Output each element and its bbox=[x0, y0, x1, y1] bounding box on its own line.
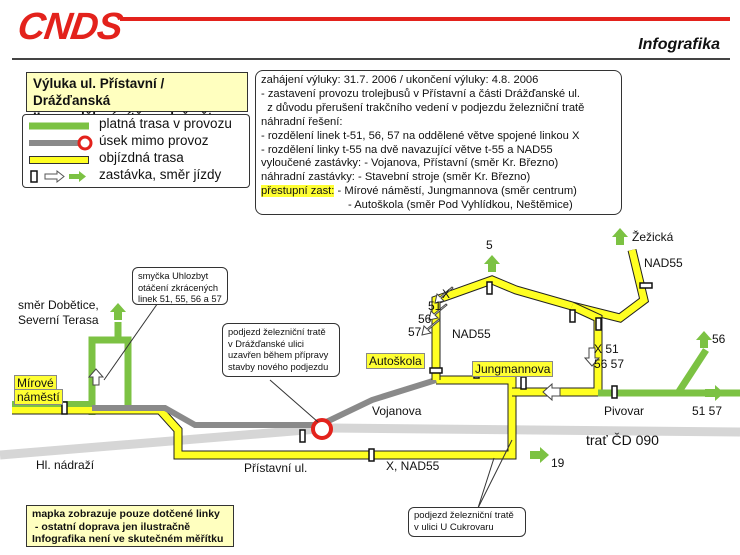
stop-zezicka bbox=[639, 282, 653, 289]
label-pristavni: Přístavní ul. bbox=[244, 461, 308, 475]
info-transfer-2: - Autoškola (směr Pod Vyhlídkou, Neštěmi… bbox=[261, 199, 616, 213]
legend-label-4: zastávka, směr jízdy bbox=[99, 167, 222, 182]
label-hl-nadrazi: Hl. nádraží bbox=[36, 458, 95, 472]
label-pivovar: Pivovar bbox=[604, 404, 645, 418]
callout-smycka: smyčka Uhlozbyt otáčení zkrácených linek… bbox=[132, 267, 228, 305]
callout-pointer-podjezd1 bbox=[269, 379, 319, 423]
podjezd1-line-4: stavby nového podjezdu bbox=[228, 361, 329, 372]
stop-east-2 bbox=[595, 317, 602, 331]
stop-autoskola bbox=[429, 367, 443, 374]
header-divider bbox=[12, 58, 730, 60]
label-zezicka: Žežická bbox=[632, 230, 674, 244]
label-5657: 56 57 bbox=[594, 357, 625, 371]
label-line-51: 51 bbox=[428, 299, 442, 313]
footnote-line-2: - ostatní doprava jen ilustračně bbox=[32, 520, 191, 533]
arrow-x-icon bbox=[434, 286, 454, 304]
legend-label-1: platná trasa v provozu bbox=[99, 116, 232, 131]
label-19: 19 bbox=[551, 456, 565, 470]
title-line-1: Výluka ul. Přístavní / Drážďanská bbox=[33, 76, 165, 108]
stop-pristavni bbox=[299, 429, 306, 443]
stop-east-1 bbox=[569, 309, 576, 323]
info-box: zahájení výluky: 31.7. 2006 / ukončení v… bbox=[255, 70, 622, 215]
smycka-line-1: smyčka Uhlozbyt bbox=[138, 271, 209, 281]
info-line-7: náhradní zastávky: - Stavební stroje (sm… bbox=[261, 171, 531, 184]
info-line-4: - rozdělení linek t-51, 56, 57 na odděle… bbox=[261, 129, 580, 142]
info-dates: zahájení výluky: 31.7. 2006 / ukončení v… bbox=[261, 74, 539, 86]
legend-red-ring-icon bbox=[77, 135, 93, 151]
label-5157: 51 57 bbox=[692, 404, 723, 418]
legend-arrow-green-icon bbox=[69, 171, 86, 182]
footnote-line-3: Infografika není ve skutečném měřítku bbox=[32, 533, 224, 545]
stop-mirove bbox=[61, 401, 68, 415]
label-terasa: Severní Terasa bbox=[18, 313, 99, 327]
info-line-6: vyloučené zastávky: - Vojanova, Přístavn… bbox=[261, 157, 559, 170]
transfer-text-2: - Autoškola (směr Pod Vyhlídkou, Neštěmi… bbox=[348, 199, 573, 212]
label-jungmannova: Jungmannova bbox=[472, 361, 554, 377]
podjezd1-line-1: podjezd železniční tratě bbox=[228, 327, 326, 337]
info-transfer-1: přestupní zast: - Mírové náměstí, Jungma… bbox=[261, 185, 616, 199]
grey-section-closed bbox=[92, 377, 437, 428]
stop-pivovar bbox=[611, 385, 618, 399]
legend-symbols bbox=[29, 122, 93, 184]
transfer-text-1: - Mírové náměstí, Jungmannova (směr cent… bbox=[334, 185, 577, 198]
footnote: mapka zobrazuje pouze dotčené linky - os… bbox=[26, 505, 234, 547]
arrow-jungmannova-icon bbox=[542, 382, 561, 402]
arrow-56-line-icon bbox=[428, 303, 448, 321]
label-56-east: 56 bbox=[712, 332, 726, 346]
legend-stop-icon bbox=[30, 170, 38, 183]
callout-pointer-smycka bbox=[103, 299, 161, 381]
label-dobetice: směr Dobětice, bbox=[18, 298, 99, 312]
callout-pointer-podjezd2a bbox=[477, 457, 495, 509]
logo-stripe bbox=[120, 17, 730, 21]
label-x-nad55: X, NAD55 bbox=[386, 459, 440, 473]
label-vojanova: Vojanova bbox=[372, 404, 422, 418]
smycka-line-3: linek 51, 55, 56 a 57 bbox=[138, 294, 222, 304]
info-line-1: - zastavení provozu trolejbusů v Přístav… bbox=[261, 87, 581, 100]
arrow-zezicka-icon bbox=[612, 228, 628, 245]
label-line-56: 56 bbox=[418, 312, 432, 326]
footnote-line-1: mapka zobrazuje pouze dotčené linky bbox=[32, 508, 220, 520]
label-mirove-2: náměstí bbox=[14, 389, 63, 405]
arrow-dobetice-icon bbox=[110, 303, 126, 320]
label-line-x: X bbox=[442, 287, 451, 301]
legend: platná trasa v provozu úsek mimo provoz … bbox=[22, 114, 250, 188]
label-nad55-top: NAD55 bbox=[644, 256, 683, 270]
callout-pointer-podjezd2b bbox=[477, 439, 513, 509]
podjezd1-line-2: v Drážďanské ulici bbox=[228, 338, 304, 349]
label-line-5: 5 bbox=[486, 238, 493, 252]
smycka-line-2: otáčení zkrácených bbox=[138, 282, 219, 293]
callout-podjezd-1: podjezd železniční tratě v Drážďanské ul… bbox=[222, 323, 340, 377]
arrow-loop-icon bbox=[87, 368, 105, 386]
info-line-2: z důvodu přerušení trakčního vedení v po… bbox=[261, 101, 585, 114]
podjezd1-line-3: uzavřen během přípravy bbox=[228, 350, 329, 360]
arrow-5-icon bbox=[484, 255, 500, 272]
arrow-5157-icon bbox=[705, 385, 724, 401]
info-line-3: náhradní řešení: bbox=[261, 115, 343, 128]
label-x51: X 51 bbox=[594, 342, 619, 356]
stop-x-nad55 bbox=[368, 448, 375, 462]
closed-underpass-icon bbox=[311, 418, 333, 440]
podjezd2-line-1: podjezd železniční tratě bbox=[414, 510, 514, 521]
podjezd2-line-2: v ulici U Cukrovaru bbox=[414, 522, 494, 533]
legend-label-3: objízdná trasa bbox=[99, 150, 184, 165]
legend-label-2: úsek mimo provoz bbox=[99, 133, 209, 148]
stop-jungmannova-2 bbox=[520, 376, 527, 390]
label-line-57: 57 bbox=[408, 325, 422, 339]
label-nad55: NAD55 bbox=[452, 327, 491, 341]
yellow-route-north bbox=[432, 249, 648, 380]
green-branch-56 bbox=[675, 348, 709, 395]
callout-podjezd-2: podjezd železniční tratě v ulici U Cukro… bbox=[408, 507, 526, 537]
legend-arrow-white-icon bbox=[44, 169, 65, 184]
arrow-57-line-icon bbox=[421, 318, 441, 336]
transfer-label: přestupní zast: bbox=[261, 185, 335, 198]
label-autoskola: Autoškola bbox=[366, 353, 425, 369]
info-line-5: - rozdělení linky t-55 na dvě navazující… bbox=[261, 143, 553, 156]
stop-north bbox=[486, 281, 493, 295]
section-label: Infografika bbox=[638, 36, 720, 53]
label-trat: trať ČD 090 bbox=[586, 432, 659, 448]
arrow-19-icon bbox=[530, 447, 549, 463]
arrow-56-icon bbox=[696, 331, 712, 348]
arrow-east-down-icon bbox=[583, 347, 601, 367]
